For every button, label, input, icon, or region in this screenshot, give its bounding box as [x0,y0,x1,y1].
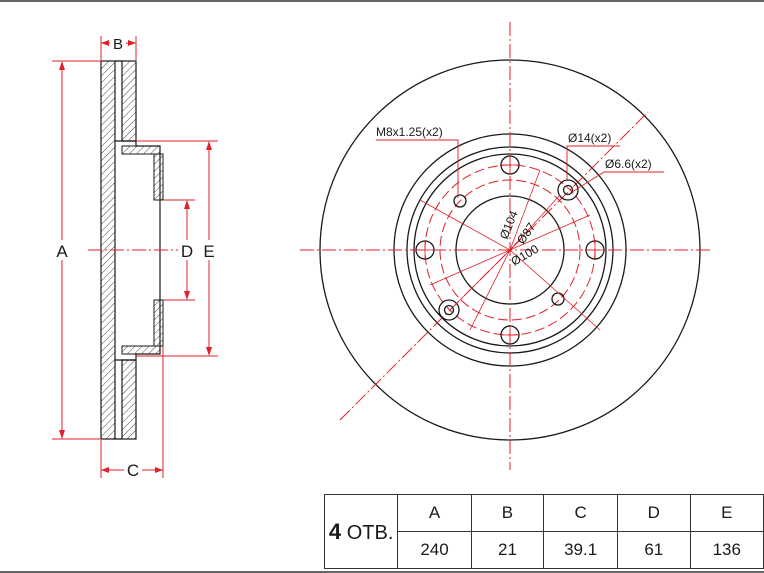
thread-callout: M8x1.25(x2) [376,125,443,139]
front-view: M8x1.25(x2) Ø14(x2) Ø6.6(x2) Ø104 Ø87 Ø1… [300,22,712,470]
friction-ring-right-upper [121,60,137,142]
header-a: A [397,494,472,532]
dim-c-arrow-right [155,467,163,473]
hole66-callout: Ø6.6(x2) [605,157,652,171]
value-c: 39.1 [543,531,619,569]
holes-suffix: ОТВ. [346,521,394,544]
bolt-hole-crosses [415,155,605,345]
value-b: 21 [470,531,545,569]
thread-hole-2 [551,292,565,306]
hub-wall-upper [121,145,161,155]
thread-hole-1 [453,194,467,208]
dim-a-label: A [56,242,68,261]
header-d: D [617,494,691,532]
dim-b-arrow-left [101,40,109,46]
value-e: 136 [689,531,764,569]
hub-wall-lower [121,345,161,355]
dim-b-arrow-right [128,40,136,46]
spec-table: 4 ОТВ. A B C D E 240 21 39.1 61 136 [323,494,764,569]
spec-table-value-row: 240 21 39.1 61 136 [325,531,764,569]
header-c: C [543,494,619,532]
diameter-leaders [419,169,601,331]
spec-table-header-row: 4 ОТВ. A B C D E [323,494,764,569]
hole66-callout-leader [571,171,664,193]
locating-hole-outer [557,179,579,201]
side-section-view: A B C D E [50,34,218,480]
dim-a-arrow-top [59,61,65,70]
dim-e-label-bg [200,240,218,260]
locating-hole-2-outer [438,299,460,321]
dim-a-label-bg [50,240,74,260]
dim-d-label-bg [178,240,196,260]
dim-d-arrow-top [184,200,190,209]
value-d: 61 [617,531,691,569]
header-b: B [470,494,545,532]
locating-hole-inner [562,184,574,196]
hole14-callout-leader [566,145,620,180]
header-e: E [689,494,764,532]
dim-d-arrow-bottom [184,291,190,300]
dim-c-label-bg [124,460,142,480]
dim-e-arrow-bottom [206,347,212,356]
value-a: 240 [397,531,472,569]
dim-d-label: D [181,242,193,261]
front-center-diagonal [339,111,649,421]
hub-face-lower [153,299,164,347]
dim-b-label: B [113,36,123,53]
hole14-callout: Ø14(x2) [568,131,611,145]
thread-callout-leader [376,139,459,198]
dim-c-arrow-left [101,467,109,473]
friction-ring-right-lower [121,359,137,440]
holes-cell: 4 ОТВ. [323,494,399,569]
holes-count: 4 [328,518,342,544]
dim-c-label: C [127,461,139,480]
dim-e-arrow-top [206,141,212,150]
hub-face-upper [153,153,164,201]
dim-b-label-bg [110,34,126,52]
dim-e-label: E [203,242,214,261]
dim-a-arrow-bottom [59,430,65,439]
locating-hole-2-inner [443,304,455,316]
